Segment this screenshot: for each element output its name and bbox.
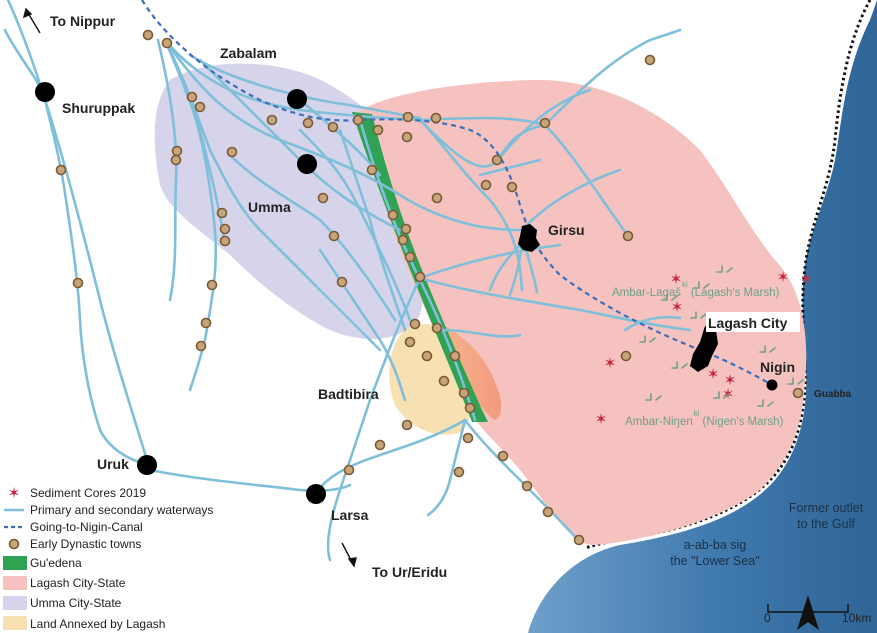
svg-text:✶: ✶: [800, 271, 813, 288]
legend-lagash-label: Lagash City-State: [30, 576, 126, 590]
svg-text:✶: ✶: [670, 271, 683, 288]
uruk-city-marker: [137, 455, 157, 475]
ambar-nigen-label: Ambar-Niŋenki(Nigen's Marsh): [625, 409, 783, 428]
waterways: [3, 0, 692, 562]
legend-lagash-swatch: [3, 576, 27, 590]
svg-text:✶: ✶: [724, 372, 737, 389]
svg-text:✶: ✶: [777, 269, 790, 286]
zabalam-city-marker: [287, 89, 307, 109]
north-arrow-icon: [797, 595, 819, 630]
former-outlet-label-1: Former outlet: [789, 501, 864, 515]
lagash-city-marker: [690, 326, 718, 372]
larsa-label: Larsa: [331, 507, 369, 523]
svg-text:✶: ✶: [595, 411, 608, 428]
to-ur-eridu-label: To Ur/Eridu: [372, 564, 447, 580]
legend-town-label: Early Dynastic towns: [30, 537, 141, 551]
shuruppak-city-marker: [35, 82, 55, 102]
uruk-label: Uruk: [97, 456, 129, 472]
ambar-lagash-label: Ambar-Lagaški(Lagash's Marsh): [612, 280, 779, 299]
legend-town-icon: [8, 538, 20, 550]
lower-sea-label-1: a-ab-ba sig: [684, 538, 747, 552]
early-dynastic-towns: [55, 29, 804, 546]
guedena: [352, 112, 488, 422]
legend-guedena-swatch: [3, 556, 27, 570]
legend: ✶ Sediment Cores 2019 Primary and second…: [3, 485, 213, 631]
legend-umma-label: Umma City-State: [30, 596, 122, 610]
marsh-symbols: [639, 265, 804, 407]
svg-text:✶: ✶: [707, 366, 720, 383]
gulf-sea: [528, 0, 877, 633]
legend-guedena-label: Gu'edena: [30, 556, 82, 570]
guabba-label: Guabba: [814, 389, 852, 400]
nigin-city-marker: [766, 379, 778, 391]
legend-sediment-label: Sediment Cores 2019: [30, 486, 146, 500]
direction-arrows: [22, 7, 357, 568]
legend-waterway-label: Primary and secondary waterways: [30, 503, 213, 517]
legend-sediment-icon: ✶: [8, 485, 21, 502]
lagash-city-label-bg: [706, 312, 800, 332]
to-nippur-arrow: [27, 12, 41, 34]
svg-text:✶: ✶: [604, 355, 617, 372]
to-nippur-label: To Nippur: [50, 13, 116, 29]
shuruppak-label: Shuruppak: [62, 100, 135, 116]
girsu-city-marker: [518, 224, 540, 252]
legend-annexed-label: Land Annexed by Lagash: [30, 617, 165, 631]
lagash-city-state: [360, 79, 807, 546]
zabalam-label: Zabalam: [220, 45, 277, 61]
legend-umma-swatch: [3, 596, 27, 610]
lagash-city-label: Lagash City: [708, 315, 788, 331]
umma-city-marker: [297, 154, 317, 174]
svg-text:✶: ✶: [671, 299, 684, 316]
badtibira-label: Badtibira: [318, 386, 379, 402]
sediment-cores: ✶ ✶ ✶ ✶ ✶ ✶ ✶ ✶ ✶: [595, 269, 813, 428]
umma-label: Umma: [248, 199, 291, 215]
legend-canal-label: Going-to-Nigin-Canal: [30, 520, 143, 534]
larsa-city-marker: [306, 484, 326, 504]
lower-sea-label-2: the "Lower Sea": [670, 554, 759, 568]
major-cities: [35, 82, 778, 504]
legend-annexed-swatch: [3, 616, 27, 630]
scale-end-label: 10km: [842, 611, 871, 625]
going-to-nigin-canal: [141, 0, 773, 386]
girsu-label: Girsu: [548, 222, 585, 238]
former-outlet-label-2: to the Gulf: [797, 517, 855, 531]
scale-start-label: 0: [764, 611, 771, 625]
nigin-label: Nigin: [760, 359, 795, 375]
